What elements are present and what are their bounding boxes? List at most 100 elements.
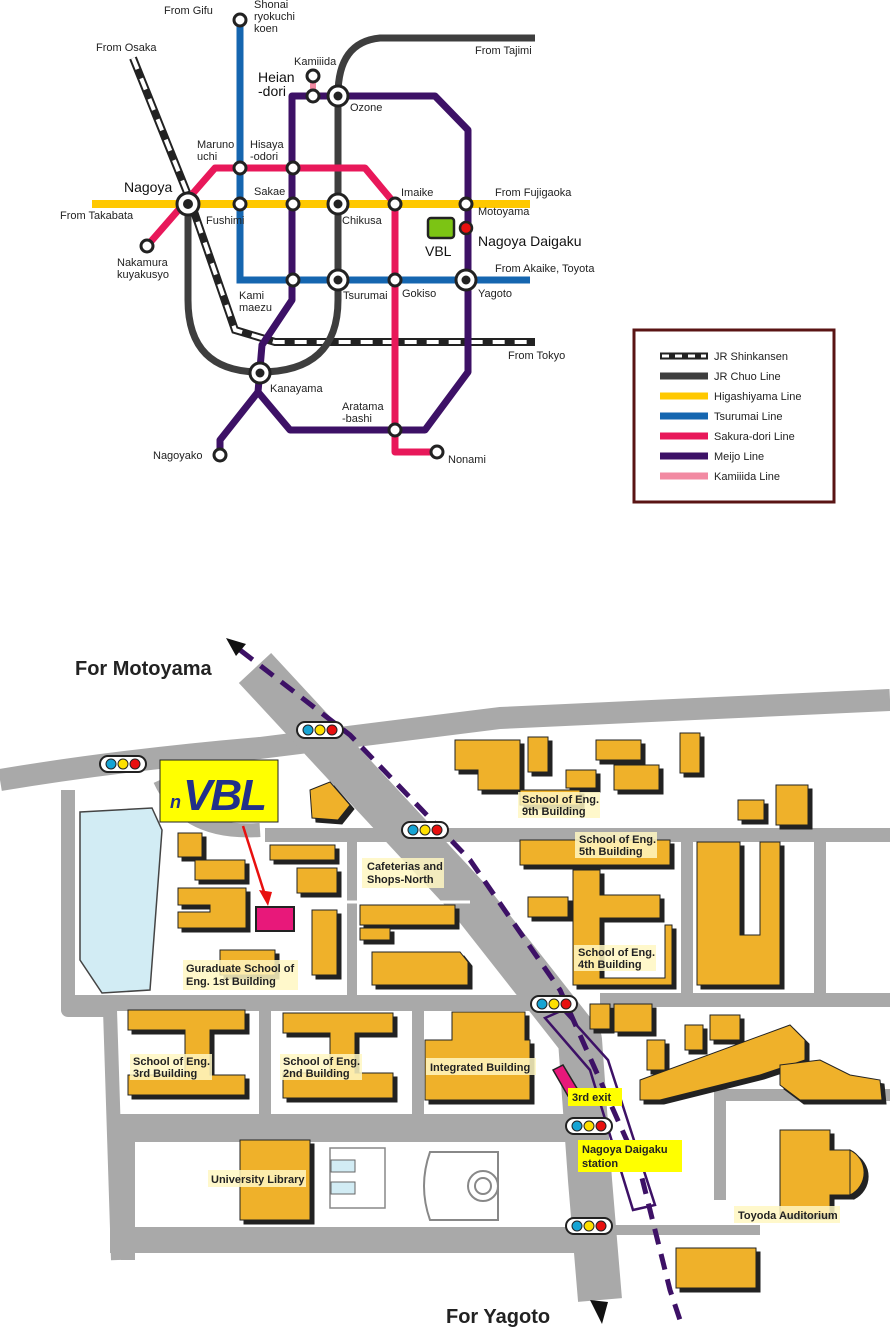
stations-small: [139, 12, 474, 463]
arrow-yagoto: [590, 1300, 608, 1324]
svg-text:School of Eng.4th Building: School of Eng.4th Building: [578, 947, 655, 971]
traffic-signal-icon: [296, 721, 344, 739]
label-eng5: School of Eng.5th Building: [575, 832, 657, 858]
line-chuo: [184, 34, 535, 376]
legend-tsurumai: Tsurumai Line: [660, 411, 782, 423]
label-eng4: School of Eng.4th Building: [574, 945, 656, 971]
vbl-logo: n VBL: [159, 759, 279, 823]
label-kamiiida: Kamiiida: [294, 56, 337, 68]
legend-higashiyama: Higashiyama Line: [660, 391, 801, 403]
station-nagoya[interactable]: [175, 191, 201, 217]
legend-sakura: Sakura-dori Line: [660, 431, 795, 443]
station-motoyama[interactable]: [458, 196, 474, 212]
stations-transfer: [175, 84, 478, 385]
dir-tajimi: From Tajimi: [475, 45, 532, 57]
third-exit-label: 3rd exit: [568, 1088, 622, 1106]
dir-gifu: From Gifu: [164, 5, 213, 17]
legend: JR Shinkansen JR Chuo Line Higashiyama L…: [632, 328, 836, 504]
svg-text:JR Shinkansen: JR Shinkansen: [714, 351, 788, 363]
svg-text:3rd exit: 3rd exit: [572, 1092, 611, 1104]
legend-chuo: JR Chuo Line: [660, 371, 781, 383]
station-hisaya[interactable]: [285, 160, 301, 176]
station-tsurumai[interactable]: [326, 268, 350, 292]
station-kamiiida[interactable]: [305, 68, 321, 84]
station-shonai[interactable]: [232, 12, 248, 28]
label-gokiso: Gokiso: [402, 288, 436, 300]
label-nagoya: Nagoya: [124, 179, 172, 195]
traffic-signal-icon: [99, 755, 147, 773]
station-yagoto[interactable]: [454, 268, 478, 292]
station-nagoyako[interactable]: [212, 447, 228, 463]
svg-text:School of Eng.5th Building: School of Eng.5th Building: [579, 834, 656, 858]
vbl-logo-text: VBL: [183, 771, 265, 820]
station-gokiso[interactable]: [387, 272, 403, 288]
station-heian[interactable]: [305, 88, 321, 104]
label-sakae: Sakae: [254, 186, 285, 198]
station-kamimaezu[interactable]: [285, 272, 301, 288]
svg-text:University Library: University Library: [211, 1174, 305, 1186]
station-nagoya-daigaku[interactable]: [458, 220, 474, 236]
station-aratama[interactable]: [387, 422, 403, 438]
label-chikusa: Chikusa: [342, 215, 383, 227]
svg-text:Aratama-bashi: Aratama-bashi: [342, 401, 384, 425]
line-meijo: [254, 92, 472, 434]
arrow-motoyama: [226, 638, 246, 656]
svg-text:JR Chuo Line: JR Chuo Line: [714, 371, 781, 383]
dir-tokyo: From Tokyo: [508, 350, 565, 362]
pool-area: [329, 1147, 386, 1209]
vbl-building[interactable]: [255, 906, 295, 932]
station-kanayama[interactable]: [248, 361, 272, 385]
traffic-signal-icon: [530, 995, 578, 1013]
dir-osaka: From Osaka: [96, 42, 157, 54]
station-maruno[interactable]: [232, 160, 248, 176]
dir-akaike: From Akaike, Toyota: [495, 263, 595, 275]
svg-text:Kamiiida Line: Kamiiida Line: [714, 471, 780, 483]
traffic-signal-icon: [565, 1117, 613, 1135]
for-motoyama-label: For Motoyama: [75, 658, 213, 680]
vbl-marker-icon: [426, 216, 456, 240]
svg-text:School of Eng.2nd Building: School of Eng.2nd Building: [283, 1056, 360, 1080]
station-nonami[interactable]: [429, 444, 445, 460]
svg-text:Integrated Building: Integrated Building: [430, 1062, 530, 1074]
station-sakae[interactable]: [285, 196, 301, 212]
label-yagoto: Yagoto: [478, 288, 512, 300]
station-chikusa[interactable]: [326, 192, 350, 216]
label-eng2: School of Eng.2nd Building: [280, 1054, 362, 1080]
label-nagoya-daigaku: Nagoya Daigaku: [478, 233, 582, 249]
label-imaike: Imaike: [401, 187, 433, 199]
line-shinkansen: [129, 56, 535, 346]
label-eng3: School of Eng.3rd Building: [130, 1054, 212, 1080]
direction-labels: From Gifu From Osaka From Tajimi From Fu…: [60, 5, 595, 362]
station-fushimi[interactable]: [232, 196, 248, 212]
legend-shinkansen: JR Shinkansen: [660, 351, 788, 363]
svg-text:Heian-dori: Heian-dori: [258, 69, 295, 99]
dir-takabata: From Takabata: [60, 210, 134, 222]
svg-text:Hisaya-odori: Hisaya-odori: [250, 139, 285, 163]
svg-text:School of Eng.3rd Building: School of Eng.3rd Building: [133, 1056, 210, 1080]
label-vbl: VBL: [425, 243, 452, 259]
label-motoyama: Motoyama: [478, 206, 530, 218]
vbl-arrow: [241, 825, 267, 896]
label-kanayama: Kanayama: [270, 383, 323, 395]
subway-meijo-dashed: [238, 648, 683, 1321]
label-toyoda: Toyoda Auditorium: [734, 1206, 840, 1223]
station-imaike[interactable]: [387, 196, 403, 212]
label-fushimi: Fushimi: [206, 215, 245, 227]
line-tsurumai: [236, 18, 530, 284]
label-nonami: Nonami: [448, 454, 486, 466]
label-nagoyako: Nagoyako: [153, 450, 203, 462]
station-ozone[interactable]: [326, 84, 350, 108]
dir-fujigaoka: From Fujigaoka: [495, 187, 572, 199]
station-nakamura[interactable]: [139, 238, 155, 254]
